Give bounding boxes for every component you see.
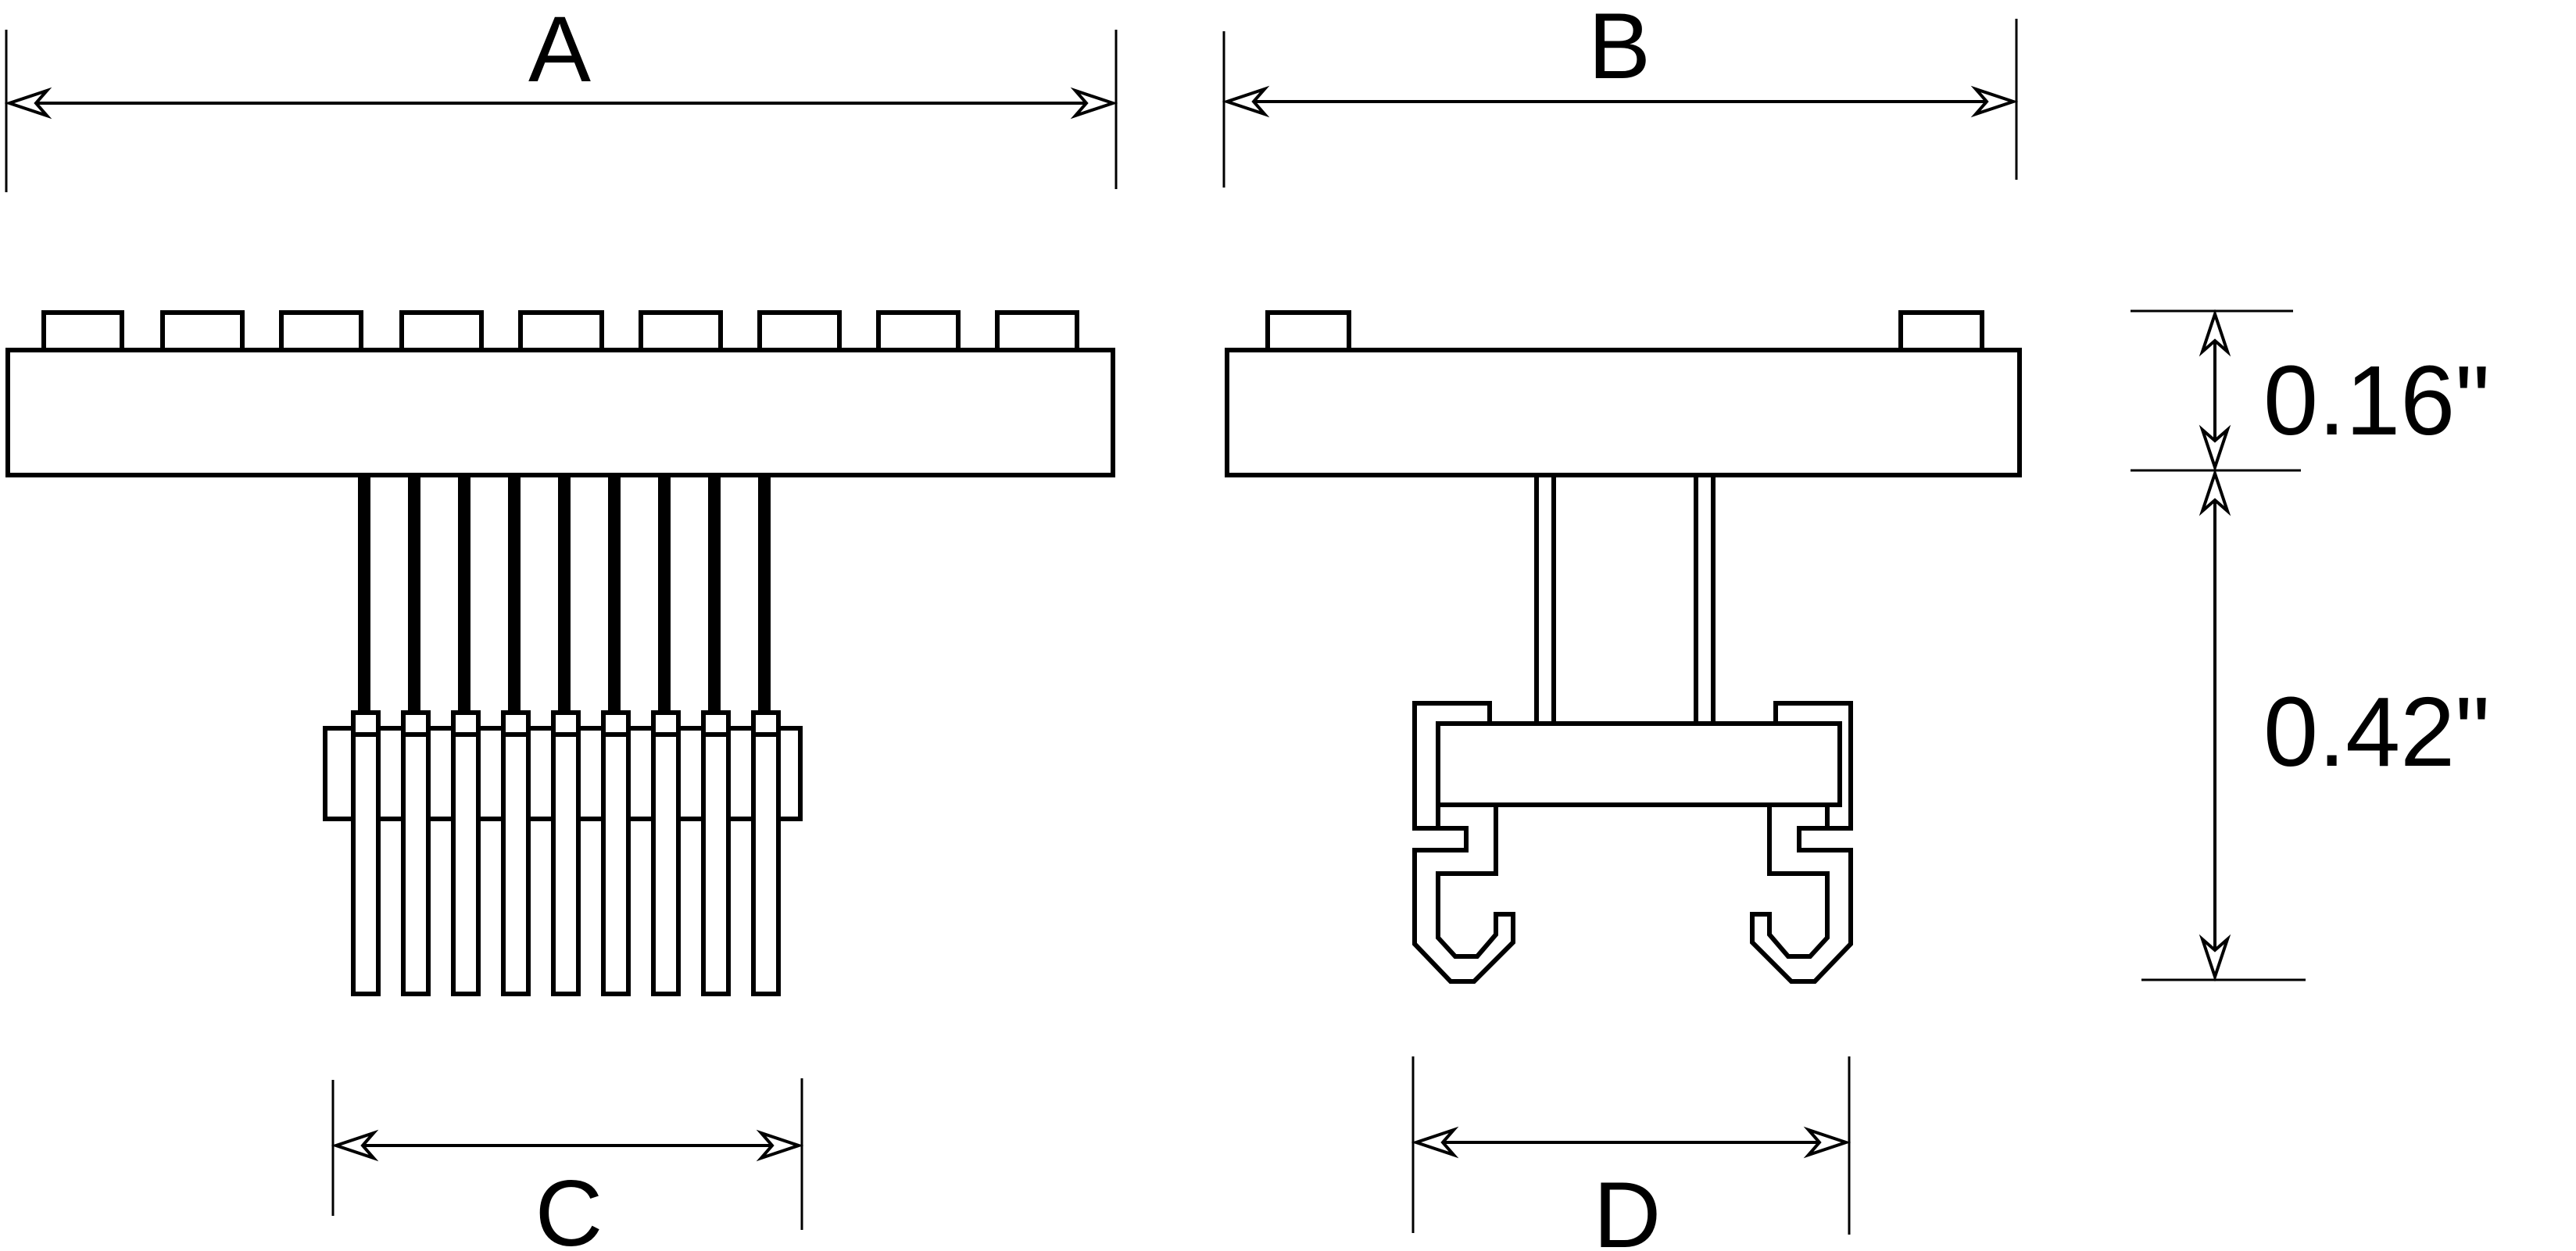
front-contact-7: [651, 710, 681, 996]
dim-b-arrow-right: [1970, 85, 2019, 118]
dim-h-top-arrow-down: [2199, 424, 2231, 473]
front-wire-5: [558, 475, 571, 714]
dim-c-arrow-left: [331, 1129, 379, 1162]
front-wire-9: [758, 475, 771, 714]
dim-d-label: D: [1594, 1163, 1662, 1251]
dim-a-arrow-left: [4, 87, 52, 120]
dim-d-arrow-right: [1803, 1126, 1852, 1159]
front-contact-5: [551, 710, 581, 996]
side-hook-right: [1750, 701, 1853, 984]
side-post-right: [1694, 473, 1716, 726]
dim-a-label: A: [528, 0, 591, 102]
front-wire-4: [508, 475, 521, 714]
front-wire-1: [358, 475, 370, 714]
dim-height-bottom-label: 0.42": [2263, 677, 2490, 787]
front-wire-8: [708, 475, 721, 714]
front-contact-1: [351, 710, 381, 996]
front-wires: [358, 475, 771, 714]
dim-height-top-label: 0.16": [2263, 345, 2490, 456]
front-wire-7: [658, 475, 671, 714]
front-tab-8: [876, 310, 961, 352]
dim-h-bottom-arrow-down: [2199, 934, 2231, 982]
front-tab-3: [279, 310, 363, 352]
side-crossbar: [1436, 721, 1842, 807]
side-posts: [1534, 473, 1716, 726]
dim-c-arrow-right: [756, 1129, 804, 1162]
dimension-a: A: [4, 0, 1118, 192]
front-tab-4: [399, 310, 484, 352]
side-body: [1225, 348, 2022, 477]
front-contact-8: [701, 710, 731, 996]
dimension-b: B: [1222, 0, 2019, 188]
dim-c-label: C: [535, 1161, 603, 1251]
dim-b-arrow-left: [1222, 85, 1270, 118]
side-view: [1225, 310, 2022, 984]
front-tab-7: [757, 310, 842, 352]
dimension-c: C: [331, 1078, 804, 1251]
front-contact-6: [601, 710, 631, 996]
front-tab-9: [995, 310, 1079, 352]
front-contacts: [351, 710, 781, 996]
front-contact-9: [751, 710, 781, 996]
side-tab-right: [1898, 310, 1984, 354]
front-contact-3: [451, 710, 481, 996]
side-post-left: [1534, 473, 1556, 726]
dim-h-top-arrow-up: [2199, 309, 2231, 357]
side-hook-left: [1412, 701, 1515, 984]
front-wire-2: [408, 475, 420, 714]
dim-a-arrow-right: [1070, 87, 1118, 120]
front-contact-4: [501, 710, 531, 996]
front-wire-6: [608, 475, 621, 714]
front-body: [5, 348, 1115, 477]
front-tab-6: [639, 310, 723, 352]
front-top-tabs: [41, 310, 1079, 352]
front-tab-1: [41, 310, 124, 352]
dim-d-arrow-left: [1411, 1126, 1459, 1159]
front-tab-5: [518, 310, 604, 352]
dimension-d: D: [1411, 1056, 1852, 1251]
front-contact-2: [401, 710, 431, 996]
dim-h-bottom-arrow-up: [2199, 468, 2231, 516]
front-tab-2: [160, 310, 245, 352]
side-tab-left: [1265, 310, 1351, 354]
dimension-height: 0.16" 0.42": [2131, 309, 2490, 982]
front-wire-3: [458, 475, 470, 714]
dim-b-label: B: [1588, 0, 1651, 98]
front-view: [5, 310, 1115, 996]
